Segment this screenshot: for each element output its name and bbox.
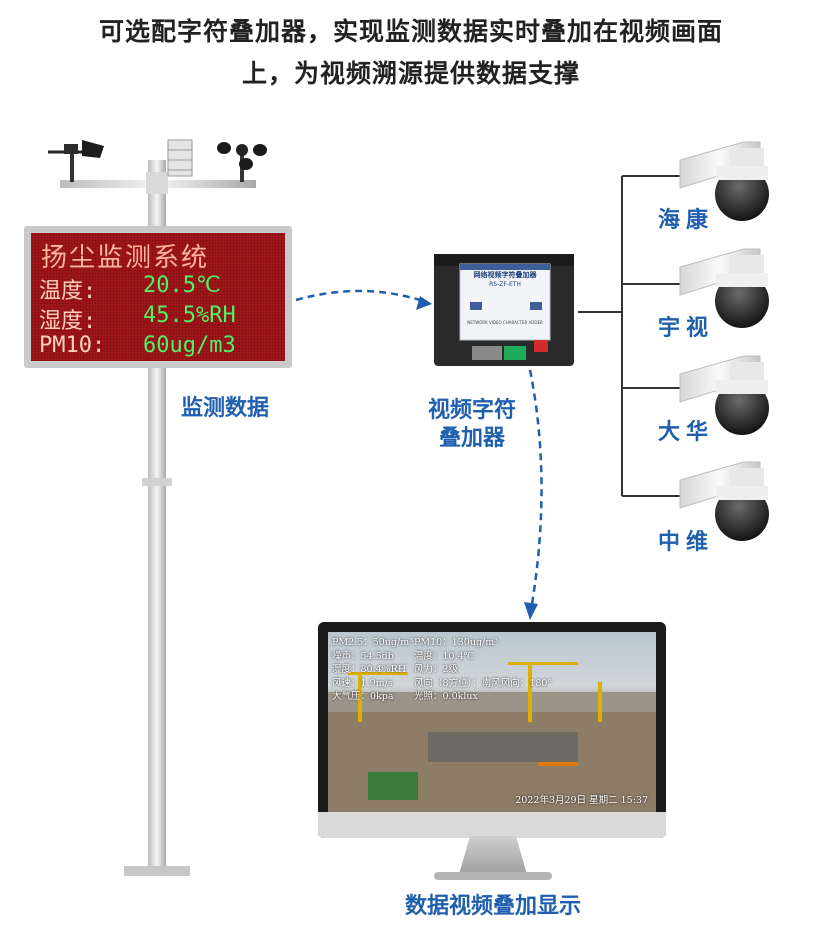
led-display-board: 扬尘监测系统 温度: 20.5℃ 湿度: 45.5%RH PM10: 60ug/… bbox=[24, 226, 292, 368]
overlay-reading: 湿度：80.4%RH bbox=[332, 664, 407, 675]
led-row-key: 温度: bbox=[39, 279, 97, 304]
monitoring-data-label: 监测数据 bbox=[180, 396, 269, 421]
led-row-value: 20.5℃ bbox=[143, 273, 221, 298]
overlay-reading: PM10：130ug/m³ bbox=[414, 637, 499, 648]
adder-label-line-2: 叠加器 bbox=[438, 426, 505, 451]
overlay-reading: 噪声：54.5db bbox=[332, 650, 394, 662]
flow-arrow-to-adder bbox=[295, 289, 432, 310]
anemometer-icon bbox=[217, 142, 267, 182]
overlay-reading: 温度：10.4℃ bbox=[414, 650, 475, 662]
camera-brand-label: 大华 bbox=[658, 420, 715, 445]
dome-camera-icon bbox=[679, 248, 769, 328]
led-row: 湿度: 45.5%RH bbox=[39, 303, 236, 335]
led-row: 温度: 20.5℃ bbox=[39, 273, 221, 305]
overlay-reading: PM2.5：50ug/m³ bbox=[332, 637, 414, 648]
monitor-stand bbox=[458, 836, 528, 876]
led-row-key: PM10: bbox=[39, 333, 106, 358]
camera-brand-label: 宇视 bbox=[658, 316, 715, 341]
adder-label-line-1: 视频字符 bbox=[427, 398, 516, 423]
camera-brand-label: 中维 bbox=[658, 530, 715, 555]
camera-wiring bbox=[578, 175, 680, 497]
overlay-reading: 风力：2级 bbox=[414, 664, 459, 675]
camera-brand-label: 海康 bbox=[658, 208, 715, 233]
led-title: 扬尘监测系统 bbox=[41, 243, 210, 273]
sensor-shelter-icon bbox=[167, 139, 193, 177]
dome-camera-icon bbox=[679, 355, 769, 435]
overlay-reading: 风向（8方位）：南风风向：180° bbox=[414, 677, 553, 689]
wind-vane-icon bbox=[48, 140, 104, 182]
header-line-2: 上，为视频溯源提供数据支撑 bbox=[241, 59, 580, 88]
dome-camera-icon bbox=[679, 461, 769, 541]
overlay-reading: 大气压：0kpa bbox=[332, 691, 394, 702]
construction-scene bbox=[328, 662, 656, 812]
led-row: PM10: 60ug/m3 bbox=[39, 333, 236, 358]
overlay-timestamp: 2022年3月29日 星期二 15:37 bbox=[515, 795, 648, 806]
header-line-1: 可选配字符叠加器，实现监测数据实时叠加在视频画面 bbox=[98, 17, 723, 46]
led-row-key: 湿度: bbox=[39, 309, 97, 334]
overlay-reading: 光照：0.0klux bbox=[414, 691, 478, 702]
device-model: RS-ZF-ETH bbox=[489, 281, 521, 288]
character-adder-device bbox=[434, 254, 574, 366]
display-label: 数据视频叠加显示 bbox=[404, 894, 581, 919]
monitor-base bbox=[434, 872, 552, 880]
overlay-reading: 风速：1.9m/s bbox=[332, 677, 393, 689]
led-row-value: 60ug/m3 bbox=[143, 333, 236, 358]
device-name: 网络视频字符叠加器 bbox=[473, 271, 537, 279]
led-row-value: 45.5%RH bbox=[143, 303, 236, 328]
flow-arrow-to-monitor bbox=[524, 369, 543, 620]
device-footer: NETWORK VIDEO CHARACTER ADDER bbox=[467, 320, 543, 325]
dome-camera-icon bbox=[679, 141, 769, 221]
monitor-chin bbox=[318, 812, 666, 838]
